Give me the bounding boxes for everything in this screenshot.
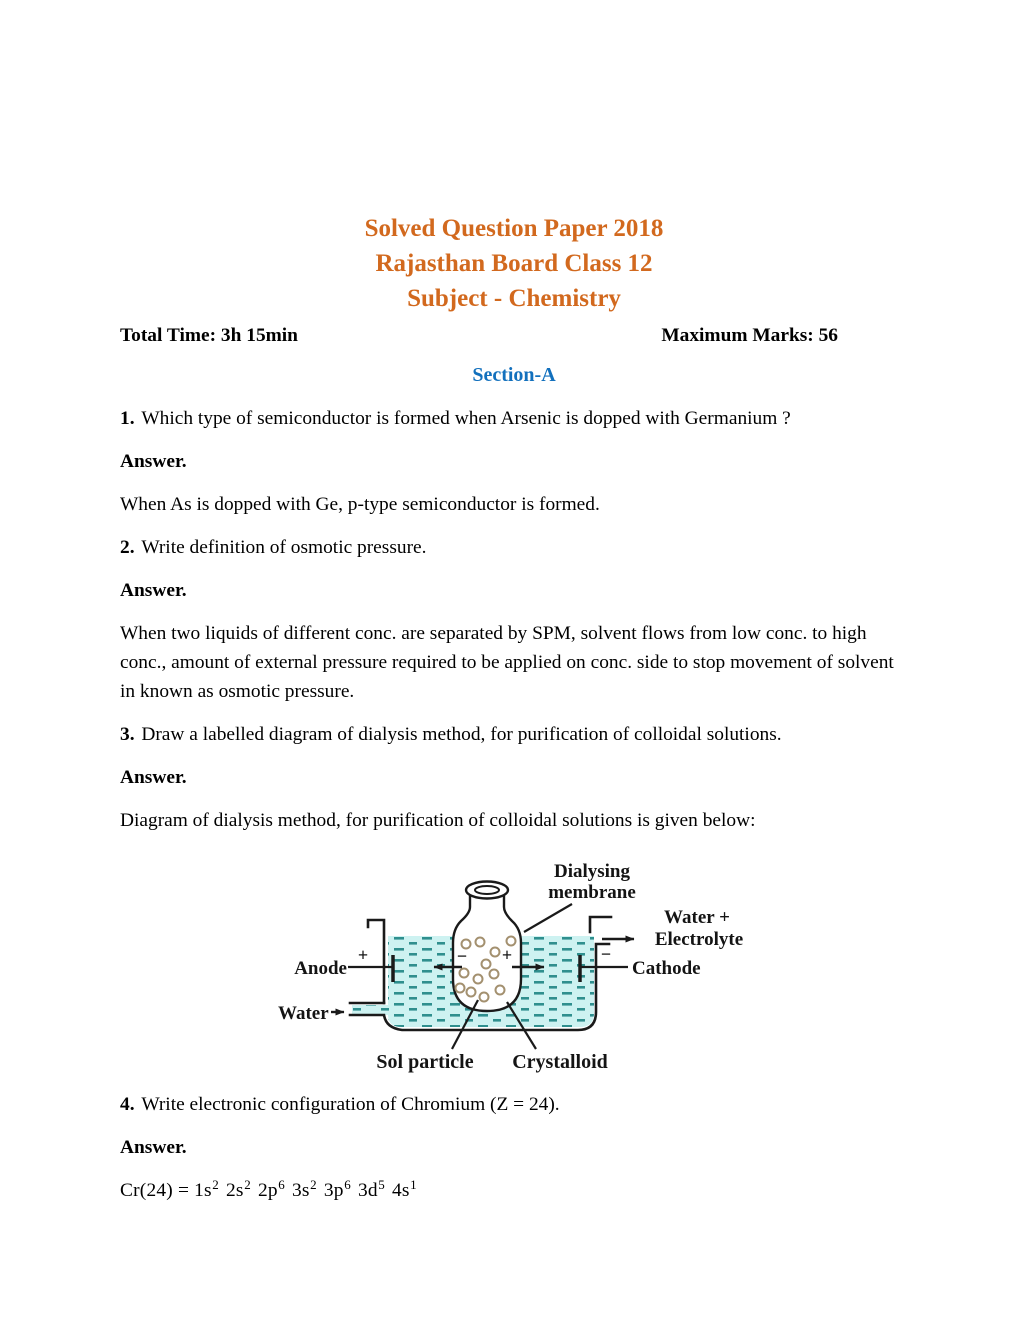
electrodes bbox=[348, 955, 628, 982]
tank-outline bbox=[348, 915, 613, 1032]
title-block: Solved Question Paper 2018 Rajasthan Boa… bbox=[120, 211, 908, 316]
answer-3-label: Answer. bbox=[120, 767, 187, 788]
answer-2-text: When two liquids of different conc. are … bbox=[120, 623, 894, 702]
total-time-label: Total Time: 3h 15min bbox=[120, 325, 298, 346]
flask-rim-outer bbox=[464, 880, 510, 900]
leader-membrane bbox=[523, 903, 573, 933]
question-3: 3. Draw a labelled diagram of dialysis me… bbox=[120, 720, 908, 749]
question-1-text: Which type of semiconductor is formed wh… bbox=[141, 408, 791, 429]
question-2-text: Write definition of osmotic pressure. bbox=[141, 537, 427, 558]
label-water: Water bbox=[278, 1003, 329, 1024]
label-water-plus: Water + bbox=[664, 907, 730, 928]
flow-arrows bbox=[331, 935, 635, 1016]
max-marks-label: Maximum Marks: 56 bbox=[661, 325, 838, 346]
answer-4-label: Answer. bbox=[120, 1137, 187, 1158]
question-2-number: 2. bbox=[120, 537, 135, 558]
answer-1-text: When As is dopped with Ge, p-type semico… bbox=[120, 494, 600, 515]
sign-plus-flask: + bbox=[502, 945, 512, 965]
label-crystalloid: Crystalloid bbox=[512, 1051, 608, 1073]
question-1: 1. Which type of semiconductor is formed … bbox=[120, 404, 908, 433]
sign-minus-cathode: − bbox=[601, 944, 611, 964]
leader-lines bbox=[451, 903, 573, 1050]
answer-2-label: Answer. bbox=[120, 580, 187, 601]
leader-crystalloid bbox=[506, 1001, 537, 1050]
label-cathode: Cathode bbox=[632, 958, 701, 979]
label-dialysing: Dialysing bbox=[554, 861, 631, 882]
leader-sol-particle bbox=[451, 999, 479, 1050]
diagram-labels: Dialysing membrane Water + Electrolyte A… bbox=[278, 861, 743, 1073]
question-1-number: 1. bbox=[120, 408, 135, 429]
label-membrane: membrane bbox=[548, 882, 636, 903]
label-sol-particle: Sol particle bbox=[376, 1051, 473, 1073]
exam-info-row: Total Time: 3h 15min Maximum Marks: 56 bbox=[120, 324, 908, 348]
label-anode: Anode bbox=[294, 958, 347, 979]
sign-minus-flask: − bbox=[457, 946, 467, 966]
sol-particles bbox=[454, 935, 517, 1003]
question-4-text: Write electronic configuration of Chromi… bbox=[141, 1094, 560, 1115]
doc-title-line2: Rajasthan Board Class 12 bbox=[375, 250, 653, 277]
label-electrolyte: Electrolyte bbox=[655, 929, 743, 950]
document-content: Solved Question Paper 2018 Rajasthan Boa… bbox=[120, 0, 908, 1205]
answer-1-label: Answer. bbox=[120, 451, 187, 472]
outlet-pipe bbox=[588, 915, 613, 934]
dialysing-membrane-flask bbox=[451, 880, 523, 1013]
sign-plus-anode: + bbox=[358, 945, 368, 965]
doc-title-line1: Solved Question Paper 2018 bbox=[364, 215, 664, 242]
question-2: 2. Write definition of osmotic pressure. bbox=[120, 533, 908, 562]
question-4-number: 4. bbox=[120, 1094, 135, 1115]
doc-title-line3: Subject - Chemistry bbox=[407, 285, 621, 312]
question-3-text: Draw a labelled diagram of dialysis meth… bbox=[141, 724, 782, 745]
electron-configuration: Cr(24) = 1s2 2s2 2p6 3s2 3p6 3d5 4s1 bbox=[120, 1177, 417, 1201]
question-3-number: 3. bbox=[120, 724, 135, 745]
section-heading: Section-A bbox=[472, 364, 556, 386]
answer-3-intro: Diagram of dialysis method, for purifica… bbox=[120, 810, 756, 831]
flask-rim-inner bbox=[474, 885, 500, 895]
dialysis-diagram: Dialysing membrane Water + Electrolyte A… bbox=[278, 861, 743, 1073]
question-4: 4. Write electronic configuration of Chro… bbox=[120, 1090, 908, 1119]
